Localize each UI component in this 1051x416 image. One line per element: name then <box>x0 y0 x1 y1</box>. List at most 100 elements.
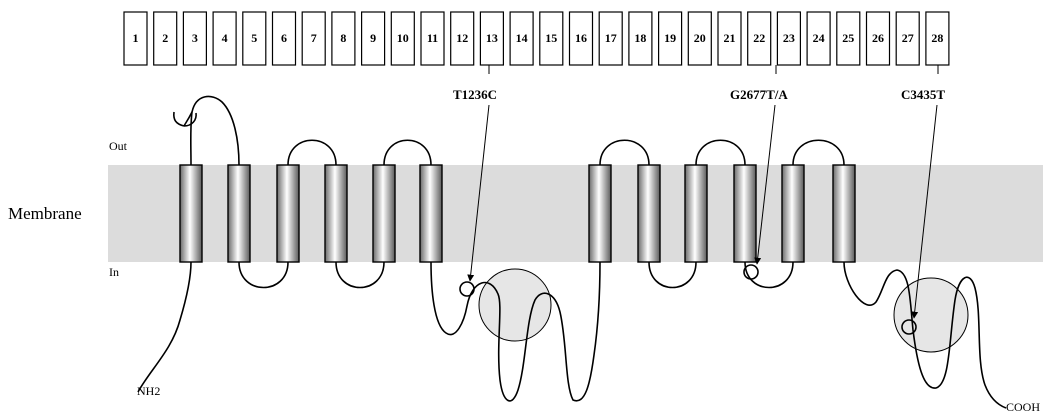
exon-box-10: 10 <box>390 11 415 66</box>
transmembrane-helix-11 <box>781 164 805 263</box>
exon-box-rect <box>657 11 683 66</box>
exon-box-24: 24 <box>806 11 831 66</box>
exon-box-rect <box>836 11 861 66</box>
exon-number: 27 <box>902 31 914 45</box>
membrane-label: Membrane <box>8 204 82 223</box>
glycosylation-tree <box>173 111 197 127</box>
exon-number: 5 <box>251 31 257 45</box>
exon-box-rect <box>509 11 534 66</box>
exon-number: 13 <box>486 31 498 45</box>
exon-number: 26 <box>872 31 884 45</box>
exon-number: 3 <box>192 31 198 45</box>
exon-box-rect <box>687 11 712 66</box>
exon-box-rect <box>539 11 564 66</box>
exon-box-28: 28 <box>925 11 950 66</box>
exon-box-19: 19 <box>657 11 683 66</box>
exon-box-2: 2 <box>153 11 178 66</box>
exon-number: 15 <box>545 31 557 45</box>
exon-box-16: 16 <box>568 11 594 66</box>
exon-box-14: 14 <box>509 11 534 66</box>
snp-circle-t1236c <box>459 281 475 297</box>
exon-box-rect <box>925 11 950 66</box>
transmembrane-helix-1 <box>179 164 203 263</box>
exon-number: 2 <box>162 31 168 45</box>
exon-number: 8 <box>340 31 346 45</box>
exon-box-rect <box>806 11 831 66</box>
exon-box-13: 13 <box>479 11 504 66</box>
transmembrane-helix-2 <box>227 164 251 263</box>
exon-box-rect <box>420 11 445 66</box>
exon-box-6: 6 <box>271 11 297 66</box>
transmembrane-helix-3 <box>276 164 300 263</box>
exon-box-rect <box>153 11 178 66</box>
exon-box-27: 27 <box>895 11 920 66</box>
exon-number: 23 <box>783 31 795 45</box>
exon-number: 20 <box>694 31 706 45</box>
exon-box-23: 23 <box>776 11 802 66</box>
exon-box-rect <box>301 11 326 66</box>
snp-circle-c3435t <box>901 319 917 335</box>
exon-box-20: 20 <box>687 11 712 66</box>
exon-number: 14 <box>516 31 528 45</box>
exon-box-rect <box>628 11 653 66</box>
exon-box-rect <box>331 11 356 66</box>
polypeptide-chain <box>137 95 1007 409</box>
exon-box-8: 8 <box>331 11 356 66</box>
transmembrane-helix-5 <box>372 164 396 263</box>
exon-number: 18 <box>634 31 646 45</box>
exon-number: 9 <box>370 31 376 45</box>
exon-number: 4 <box>222 31 228 45</box>
exon-box-rect <box>776 11 802 66</box>
exon-box-4: 4 <box>212 11 237 66</box>
exon-box-rect <box>271 11 297 66</box>
c-terminus-label: COOH <box>1006 400 1040 414</box>
exon-box-rect <box>182 11 207 66</box>
exon-box-18: 18 <box>628 11 653 66</box>
in-label: In <box>109 265 119 279</box>
snp-arrow-g2677t-shaft <box>754 104 776 265</box>
exon-number: 21 <box>724 31 736 45</box>
exon-box-5: 5 <box>242 11 267 66</box>
exon-box-rect <box>450 11 475 66</box>
exon-box-rect <box>212 11 237 66</box>
exon-box-26: 26 <box>865 11 891 66</box>
exon-box-17: 17 <box>598 11 623 66</box>
snp-label-g2677t: G2677T/A <box>730 87 788 102</box>
exon-box-rect <box>717 11 742 66</box>
exon-number: 11 <box>427 31 438 45</box>
exon-box-22: 22 <box>747 11 772 66</box>
transmembrane-helices <box>179 164 856 263</box>
exon-number: 10 <box>397 31 409 45</box>
transmembrane-helix-12 <box>832 164 856 263</box>
exon-box-12: 12 <box>450 11 475 66</box>
exon-box-1: 1 <box>123 11 148 66</box>
transmembrane-helix-7 <box>588 164 612 263</box>
transmembrane-helix-4 <box>324 164 348 263</box>
exon-number: 22 <box>753 31 765 45</box>
exon-number: 1 <box>133 31 139 45</box>
exon-box-21: 21 <box>717 11 742 66</box>
exon-number: 7 <box>311 31 317 45</box>
exon-box-9: 9 <box>361 11 386 66</box>
exon-box-15: 15 <box>539 11 564 66</box>
exon-number: 6 <box>281 31 287 45</box>
exon-box-rect <box>390 11 415 66</box>
transmembrane-helix-6 <box>419 164 443 263</box>
exon-box-rect <box>479 11 504 66</box>
snp-label-c3435t: C3435T <box>901 87 945 102</box>
exon-number: 16 <box>575 31 587 45</box>
snp-circle-g2677t <box>743 264 759 280</box>
exon-box-11: 11 <box>420 11 445 66</box>
transmembrane-helix-10 <box>733 164 757 263</box>
exon-number: 19 <box>664 31 676 45</box>
exon-box-rect <box>123 11 148 66</box>
snp-arrow-t1236c-shaft <box>467 104 490 282</box>
exon-box-rect <box>598 11 623 66</box>
exon-box-rect <box>568 11 594 66</box>
transmembrane-helix-9 <box>684 164 708 263</box>
exon-number: 12 <box>456 31 468 45</box>
exon-number: 17 <box>605 31 617 45</box>
exon-box-rect <box>865 11 891 66</box>
